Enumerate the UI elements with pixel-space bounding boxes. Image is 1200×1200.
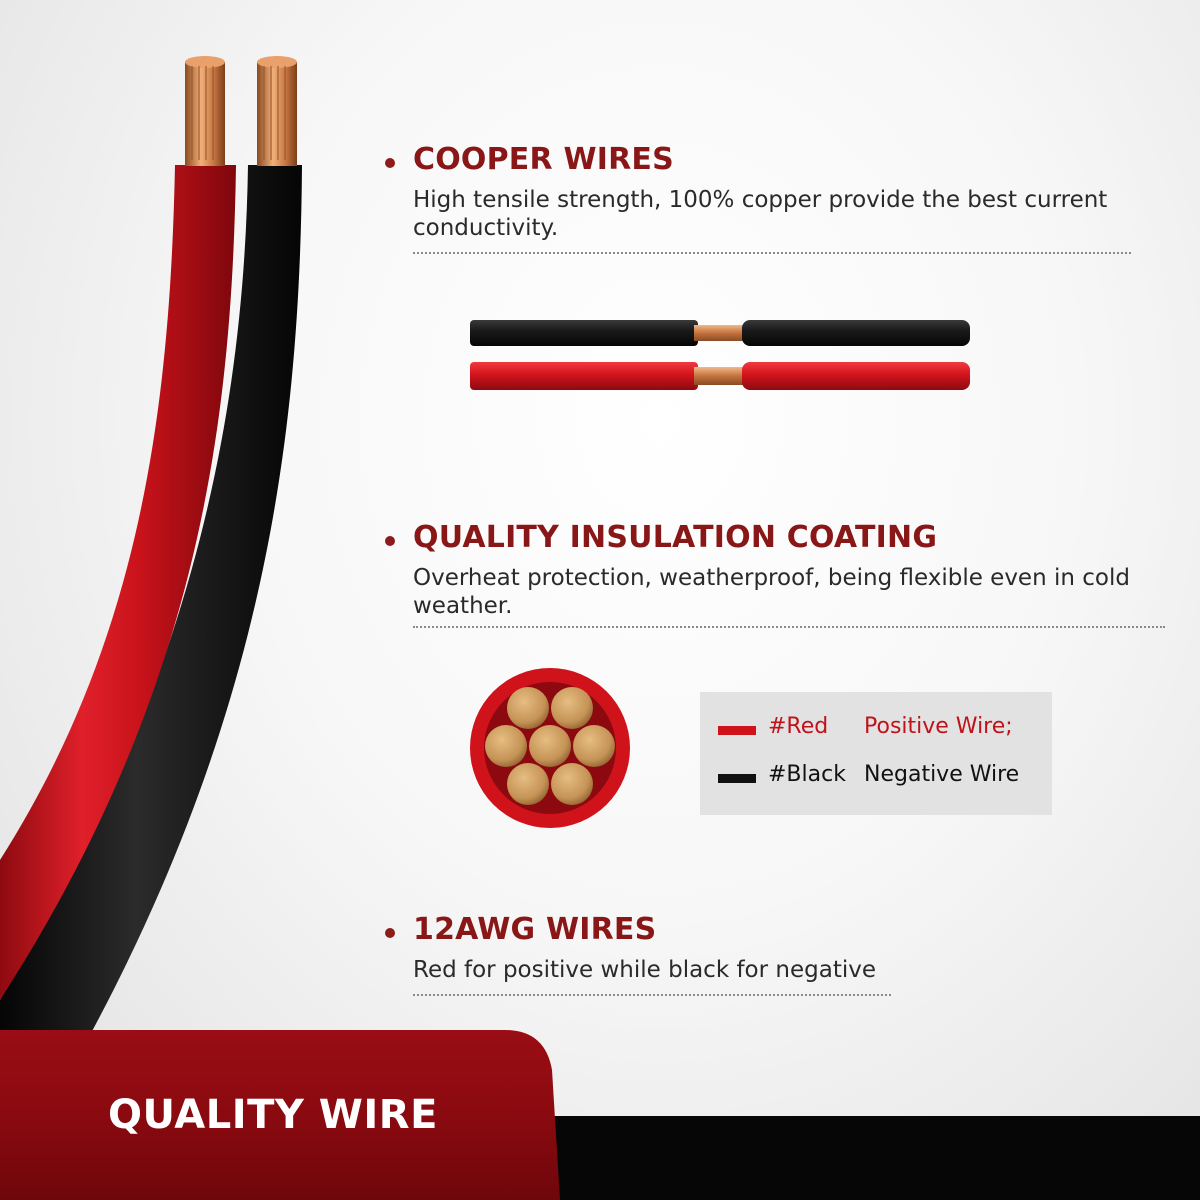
feature-12awg-wires: 12AWG WIRES Red for positive while black… [385, 912, 905, 1002]
wire-color-legend: #Red Positive Wire; #Black Negative Wire [700, 692, 1052, 815]
feature-title: 12AWG WIRES [413, 912, 657, 947]
bullet-dot-icon [385, 928, 395, 938]
dotted-divider [413, 252, 1131, 254]
feature-description: High tensile strength, 100% copper provi… [413, 187, 1108, 241]
feature-description: Overheat protection, weatherproof, being… [413, 565, 1130, 619]
legend-black-meaning: Negative Wire [864, 762, 1020, 787]
legend-red-tag: #Red [768, 714, 829, 739]
black-swatch [718, 774, 756, 783]
feature-copper-wires: COOPER WIRES High tensile strength, 100%… [385, 142, 1145, 262]
wire-cross-section-icon [470, 668, 630, 828]
feature-title: COOPER WIRES [413, 142, 674, 177]
legend-row-red: #Red Positive Wire; [718, 714, 1038, 744]
banner-title: QUALITY WIRE [108, 1092, 438, 1138]
copper-strand-icon [185, 56, 297, 166]
feature-insulation-coating: QUALITY INSULATION COATING Overheat prot… [385, 520, 1185, 640]
legend-row-black: #Black Negative Wire [718, 762, 1038, 792]
spliced-wires-illustration [470, 320, 970, 390]
bullet-dot-icon [385, 158, 395, 168]
feature-description: Red for positive while black for negativ… [413, 957, 876, 983]
dotted-divider [413, 626, 1165, 628]
red-swatch [718, 726, 756, 735]
legend-red-meaning: Positive Wire; [864, 714, 1013, 739]
bullet-dot-icon [385, 536, 395, 546]
cable-pair-illustration [0, 56, 302, 1035]
feature-title: QUALITY INSULATION COATING [413, 520, 938, 555]
legend-black-tag: #Black [768, 762, 846, 787]
dotted-divider [413, 994, 891, 996]
bottom-banner [0, 1030, 1200, 1200]
